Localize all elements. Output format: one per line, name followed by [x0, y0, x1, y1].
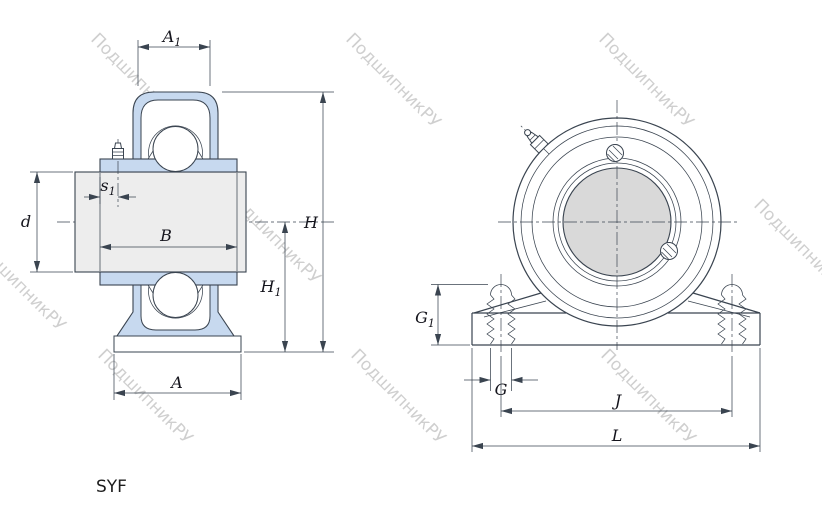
dim-label-h: H: [303, 213, 319, 232]
set-screw-top: [606, 144, 624, 162]
dim-label-l: L: [611, 426, 623, 445]
watermark-text: ПодшипникРУ: [0, 232, 70, 335]
base-side: [113, 335, 242, 353]
watermark-text: ПодшипникРУ: [93, 345, 196, 448]
watermark-text: ПодшипникРУ: [341, 29, 444, 132]
raceway-arc-bottom: [148, 285, 203, 319]
grease-fitting: [520, 125, 550, 155]
dim-label-s1: s1: [100, 176, 115, 198]
dim-label-d: d: [21, 212, 31, 231]
dimensions-front-view: G1 G J L: [415, 284, 761, 452]
drawing-title: SYF: [96, 477, 127, 497]
shaft: [74, 171, 247, 273]
dim-label-g1: G1: [415, 308, 435, 330]
housing-slant-left: [473, 292, 542, 314]
front-view: [471, 100, 761, 352]
base-slot-left: [486, 274, 516, 352]
dimensions-side-view: A1 s1 d B A H: [21, 27, 334, 400]
set-screw-tip: [113, 142, 123, 149]
dim-label-j: J: [612, 391, 623, 410]
side-section-view: [57, 91, 334, 353]
watermark-text: ПодшипникРУ: [594, 29, 697, 132]
set-screw-side: [660, 242, 678, 260]
ball-top: [152, 126, 199, 172]
dim-label-a1: A1: [161, 27, 182, 49]
set-screw-side: [112, 148, 124, 160]
watermark-text: ПодшипникРУ: [749, 195, 822, 298]
dim-label-b: B: [159, 226, 172, 245]
ball-bottom: [152, 272, 199, 318]
dim-label-h1: H1: [260, 277, 282, 299]
base-slot-right: [717, 274, 747, 352]
housing-slant-right: [692, 292, 761, 314]
watermark-text: ПодшипникРУ: [346, 345, 449, 448]
raceway-arc-top: [148, 125, 203, 159]
dim-label-a: A: [169, 373, 183, 392]
